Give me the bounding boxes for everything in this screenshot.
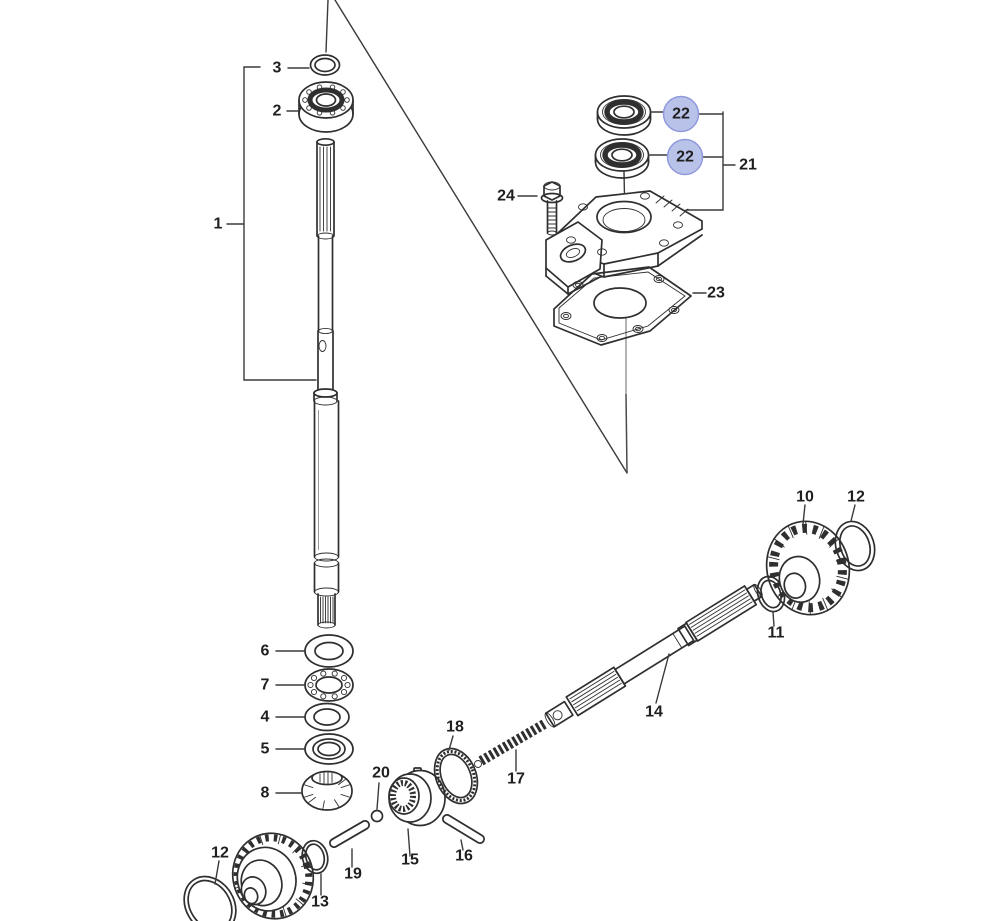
bearing-housing-group: 22 22 (497, 95, 757, 346)
callout-14: 14 (645, 704, 663, 721)
pin-16 (442, 814, 485, 844)
callout-4: 4 (261, 709, 270, 726)
spring-17 (474, 718, 549, 768)
oil-seal-upper-22 (596, 95, 652, 136)
callout-11: 11 (768, 625, 785, 642)
callout-16: 16 (455, 848, 473, 865)
bearing-housing-21 (545, 190, 703, 295)
callout-5: 5 (261, 741, 270, 758)
o-ring-12-upper (834, 520, 876, 572)
callout-12-lower: 12 (211, 845, 229, 862)
ball-bearing (298, 81, 354, 133)
propeller-shaft-14 (544, 583, 763, 728)
propeller-shaft-group: 14 11 10 12 (544, 489, 876, 728)
callout-21: 21 (739, 157, 757, 174)
forward-gear (231, 832, 315, 920)
callout-1: 1 (214, 216, 223, 233)
callout-19: 19 (344, 866, 362, 883)
callout-6: 6 (261, 643, 270, 660)
highlight-balloon-22b[interactable] (666, 138, 704, 176)
thrust-washer-6 (304, 634, 354, 668)
washer-bearing-stack: 6 7 4 5 8 (261, 634, 354, 811)
driveshaft-assembly: 1 2 3 (214, 54, 354, 629)
retainer-ring-18 (433, 747, 479, 805)
callout-10: 10 (796, 489, 814, 506)
callout-18: 18 (446, 719, 464, 736)
clutch-group: 19 20 15 16 18 17 (329, 718, 549, 883)
callout-22b[interactable]: 22 (676, 149, 694, 166)
ball-20 (370, 809, 384, 823)
callout-17: 17 (507, 771, 525, 788)
callout-12-upper: 12 (847, 489, 865, 506)
callout-8: 8 (261, 785, 270, 802)
washer-4 (304, 702, 350, 732)
pinion-gear-8 (301, 770, 353, 811)
callout-15: 15 (401, 852, 419, 869)
needle-bearing-7 (304, 668, 354, 702)
clutch-dog-15 (388, 767, 446, 827)
forward-gear-group: 12 13 (183, 832, 329, 921)
callout-24: 24 (497, 188, 515, 205)
callout-20: 20 (372, 765, 390, 782)
oil-seal-lower-22 (594, 138, 650, 179)
circlip (309, 54, 341, 76)
o-ring-12-lower (183, 875, 237, 921)
washer-5 (304, 733, 354, 765)
callout-7: 7 (261, 677, 270, 694)
callout-2: 2 (273, 103, 282, 120)
gasket-23 (553, 266, 692, 346)
drive-shaft (313, 137, 340, 629)
callout-3: 3 (273, 60, 282, 77)
ring-13 (301, 839, 329, 875)
push-rod-19 (329, 820, 370, 848)
callout-13: 13 (311, 894, 329, 911)
callout-22a[interactable]: 22 (672, 106, 690, 123)
bolt-24 (540, 181, 564, 236)
highlight-balloon-22a[interactable] (662, 95, 700, 133)
callout-23: 23 (707, 285, 725, 302)
